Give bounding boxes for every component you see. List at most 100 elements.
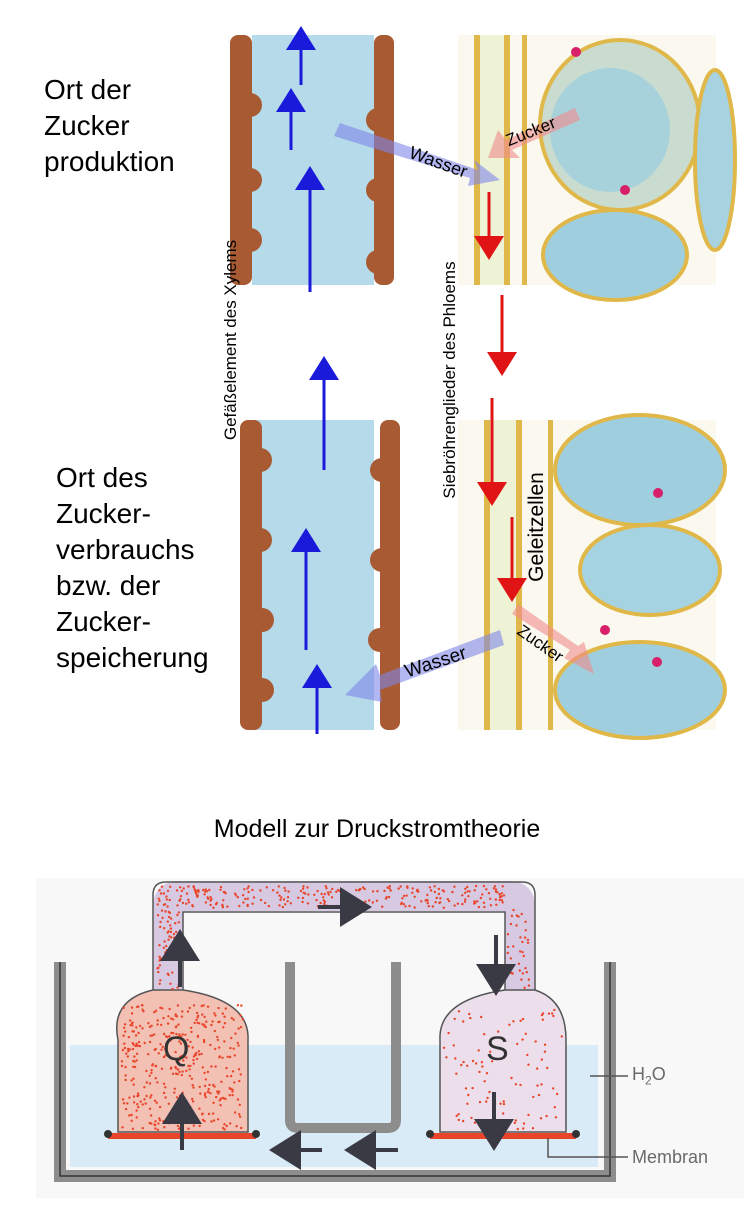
sugar-dot	[128, 1096, 131, 1099]
sugar-dot	[159, 957, 162, 960]
sugar-dot	[138, 1044, 142, 1048]
sugar-dot	[442, 906, 445, 909]
sugar-dot	[301, 887, 305, 890]
sugar-dot	[457, 1118, 460, 1122]
sugar-dot	[246, 903, 249, 907]
sugar-dot	[190, 1030, 193, 1034]
sugar-dot	[381, 905, 384, 908]
sugar-dot	[402, 903, 406, 906]
sugar-dot	[512, 1020, 515, 1023]
sugar-dot	[207, 1088, 210, 1091]
sugar-dot	[493, 885, 497, 888]
sugar-dot	[165, 898, 168, 901]
sugar-dot	[210, 898, 213, 901]
sugar-dot	[509, 922, 513, 926]
sugar-dot	[145, 1081, 148, 1084]
sugar-dot	[512, 945, 515, 948]
sugar-dot	[388, 884, 391, 888]
sugar-dot	[439, 901, 442, 904]
sugar-dot	[124, 1078, 127, 1082]
sugar-dot	[527, 1113, 530, 1117]
sugar-dot	[426, 893, 429, 897]
sugar-dot	[306, 902, 310, 905]
h2o-o: O	[651, 1064, 666, 1084]
sugar-dot	[158, 1119, 162, 1122]
sugar-dot	[166, 931, 169, 934]
sugar-dot	[307, 893, 310, 896]
sugar-dot	[481, 893, 484, 896]
sugar-dot	[553, 1008, 556, 1012]
water-arrow-upper	[334, 123, 500, 186]
sugar-dot	[536, 1084, 539, 1087]
sugar-dot	[455, 1114, 458, 1118]
sugar-dot	[203, 1040, 206, 1044]
sugar-dot	[178, 1121, 181, 1125]
u-tube	[285, 962, 401, 1133]
sugar-dot	[485, 1072, 489, 1075]
sugar-dot	[237, 1027, 240, 1030]
sugar-dot	[156, 903, 159, 906]
water-body	[70, 1045, 598, 1167]
sugar-dot	[209, 1043, 212, 1047]
sugar-dot	[159, 1043, 162, 1046]
sugar-dot	[228, 1094, 231, 1097]
sugar-dot	[469, 1016, 472, 1020]
sugar-dot	[124, 1030, 127, 1033]
sugar-dot	[241, 894, 245, 897]
sugar-dot	[324, 885, 327, 888]
sugar-dot	[196, 1016, 199, 1019]
sugar-dot	[457, 1010, 461, 1013]
sugar-dot	[217, 1006, 220, 1010]
sugar-dot	[163, 927, 166, 930]
sugar-dot	[416, 888, 419, 891]
sugar-dot	[153, 1048, 156, 1052]
sugar-dot	[148, 1107, 152, 1111]
sugar-dot	[122, 1102, 126, 1105]
sugar-dot	[402, 894, 406, 898]
sugar-dot	[453, 885, 456, 888]
sugar-dot	[221, 1096, 224, 1100]
sugar-dot	[223, 1015, 226, 1018]
sugar-dot	[162, 1120, 165, 1123]
sugar-dot	[246, 904, 249, 908]
sugar-dot	[124, 1107, 128, 1111]
sugar-dot	[552, 1087, 555, 1090]
sugar-dot	[523, 986, 526, 989]
sugar-dot	[141, 1004, 144, 1007]
sugar-dot	[177, 911, 181, 914]
sugar-dot	[159, 920, 162, 924]
s-label: S	[486, 1030, 509, 1068]
sugar-dot	[150, 1071, 153, 1075]
sugar-dot	[177, 935, 180, 938]
sugar-dot	[121, 1098, 125, 1101]
sugar-dot	[400, 901, 403, 904]
sugar-dot	[361, 886, 365, 889]
sugar-dot	[203, 1084, 207, 1088]
sugar-dot	[136, 1092, 140, 1095]
sugar-dot	[231, 1088, 234, 1091]
sugar-dot	[132, 1065, 135, 1069]
sugar-dot	[473, 902, 476, 905]
sugar-dot	[175, 889, 179, 892]
sugar-dot	[343, 896, 347, 900]
sugar-dot	[231, 1090, 234, 1093]
sugar-dot	[158, 964, 162, 967]
sugar-dot	[157, 897, 160, 900]
sugar-dot	[162, 1091, 166, 1095]
sugar-dot	[251, 888, 254, 892]
sugar-dot	[201, 1113, 204, 1116]
sugar-dot	[206, 1070, 210, 1074]
sugar-dot	[481, 1065, 484, 1068]
sugar-dot	[153, 1011, 156, 1014]
sugar-dot	[137, 1040, 141, 1044]
sugar-dot	[121, 1126, 124, 1129]
sugar-dot	[515, 924, 518, 927]
sugar-dot	[143, 1041, 146, 1045]
sugar-dot	[178, 886, 182, 889]
sugar-dot	[371, 901, 374, 904]
sugar-dot	[488, 1090, 491, 1094]
sugar-dot	[214, 903, 218, 906]
sugar-dot	[453, 904, 456, 907]
sugar-dot	[236, 1004, 240, 1007]
sugar-dot	[323, 902, 326, 906]
